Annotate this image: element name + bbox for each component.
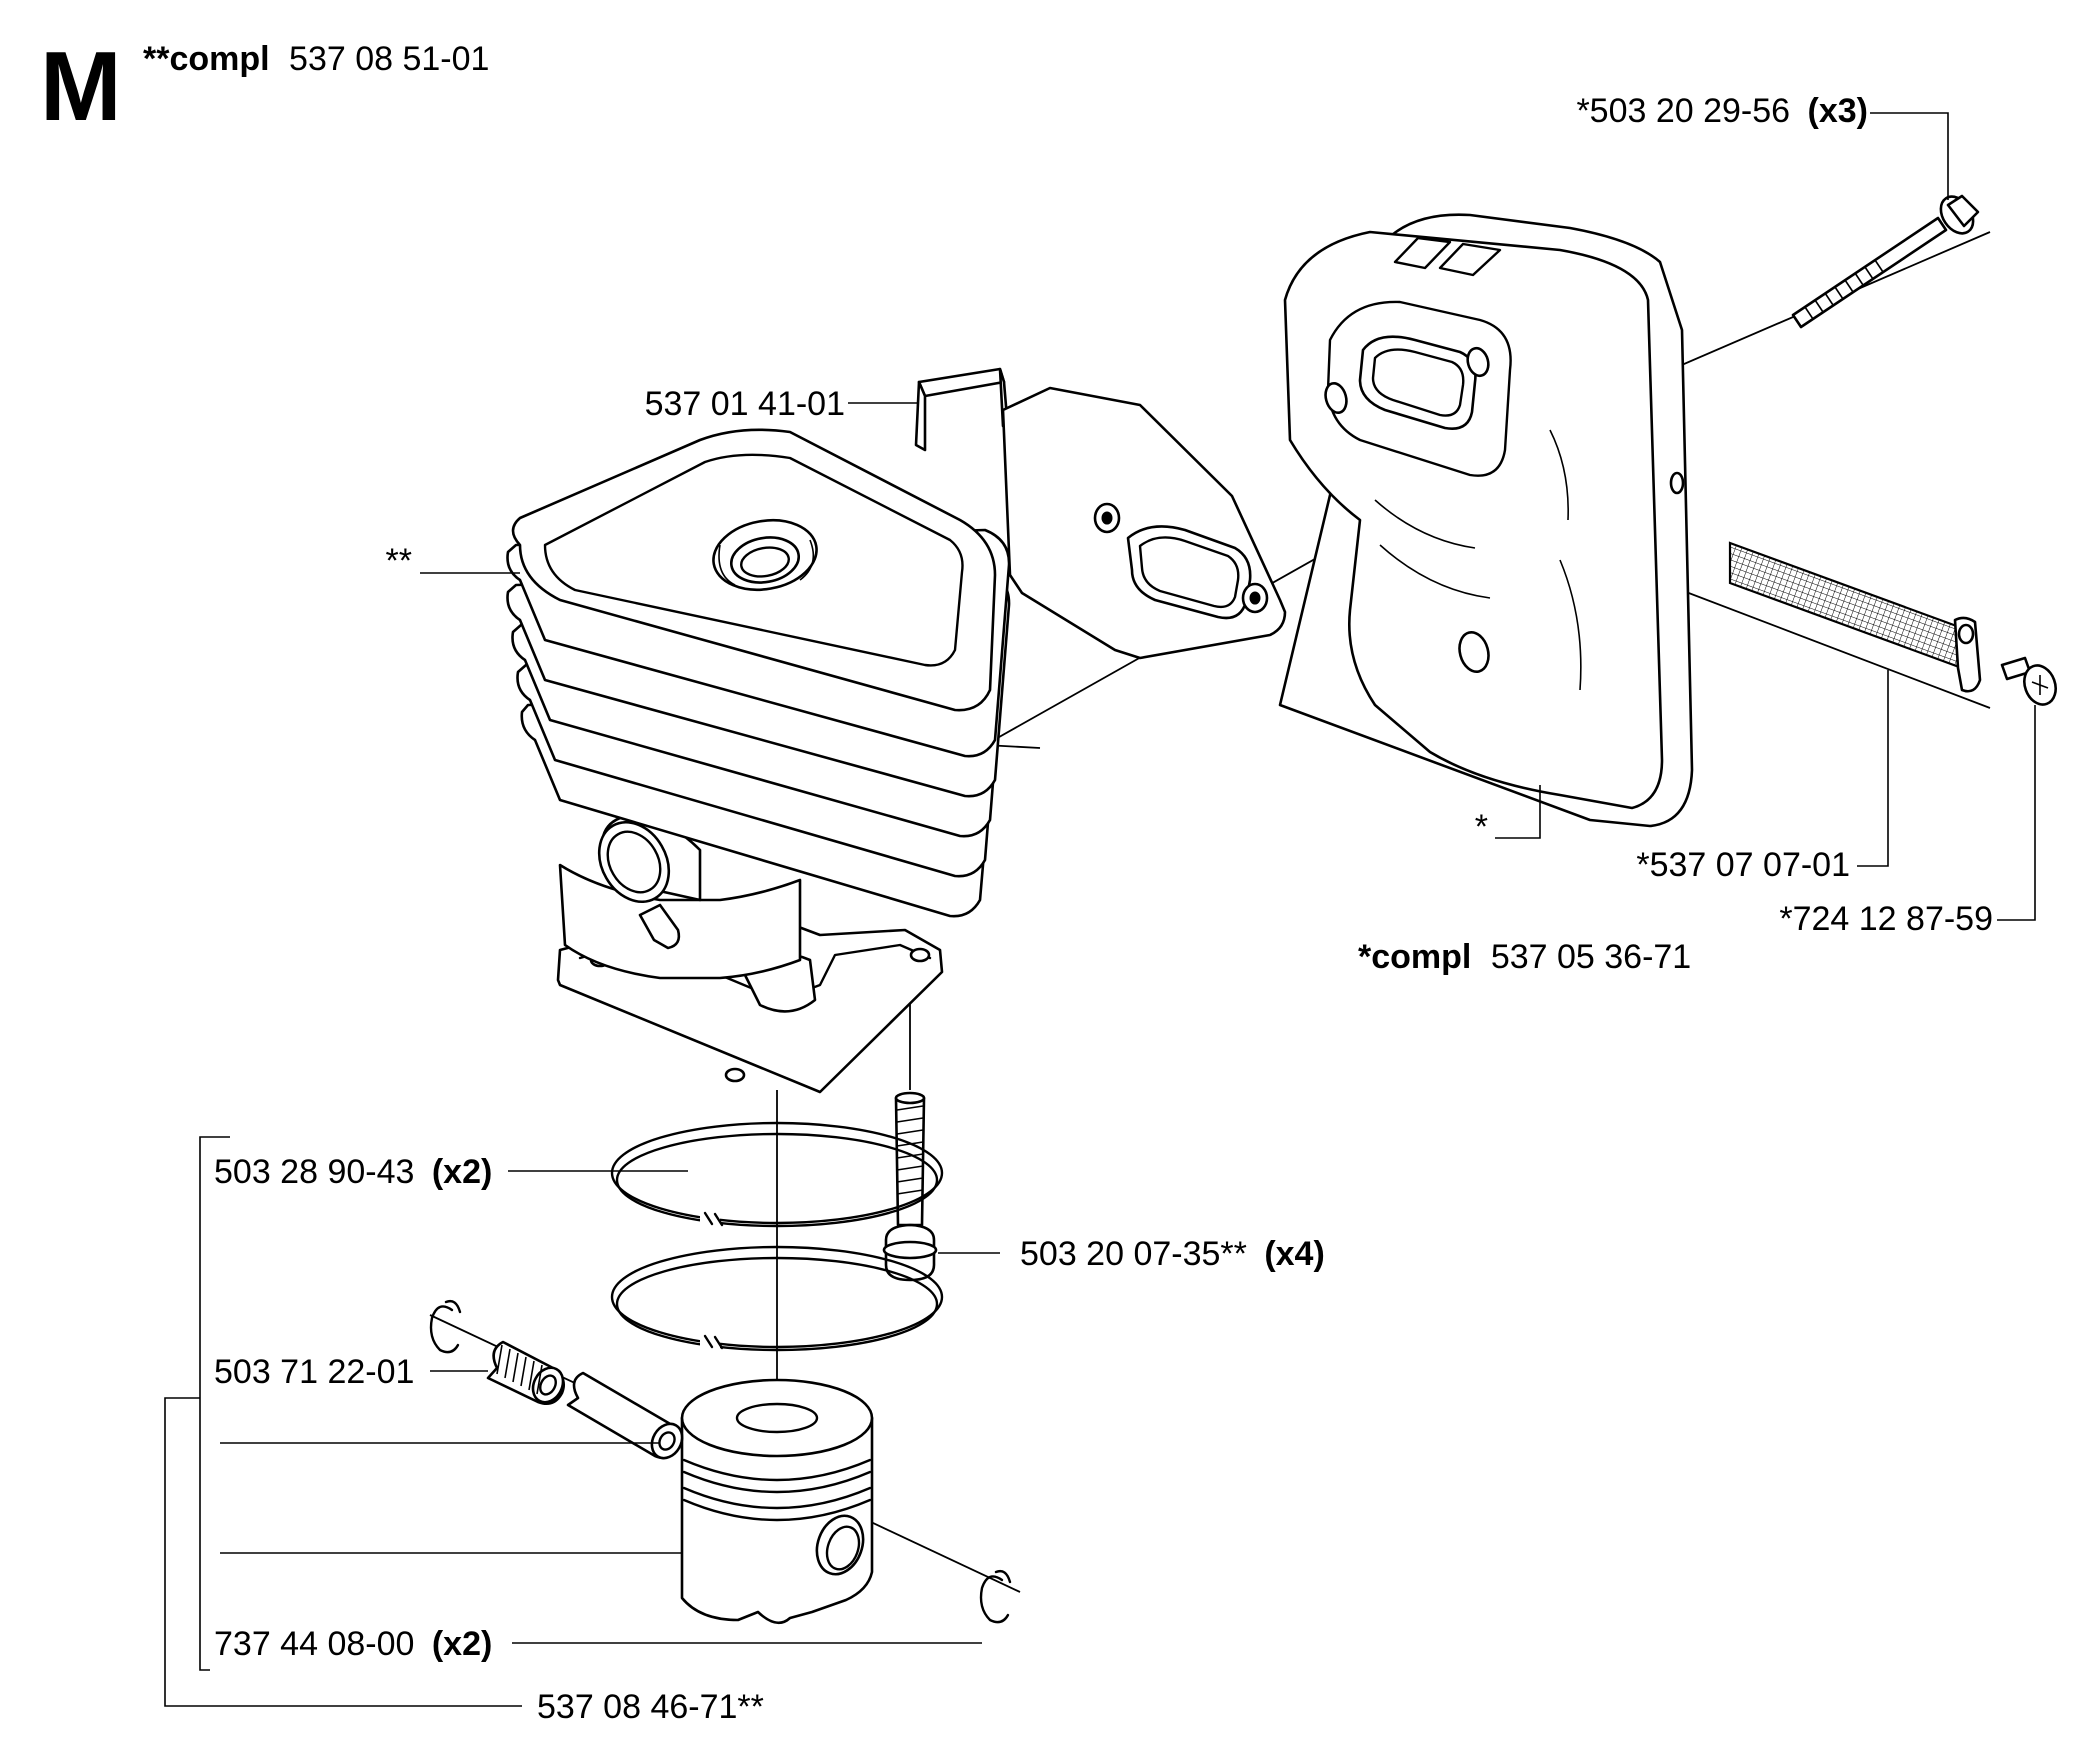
callout-cylinder: **: [386, 542, 412, 580]
section-letter: M: [40, 31, 122, 141]
callout-bolt-long: *503 20 29-56 (x3): [1576, 92, 1868, 130]
needle-bearing: [486, 1340, 565, 1405]
piston-pin: [566, 1371, 684, 1460]
assembly-number: 537 08 51-01: [289, 40, 489, 78]
heat-shield-bracket: [914, 367, 1287, 660]
callout-circlip: 737 44 08-00 (x2): [214, 1625, 492, 1663]
callout-screen: *537 07 07-01: [1636, 846, 1850, 884]
circlip-left: [429, 1299, 462, 1354]
assembly-prefix: **compl: [143, 40, 270, 78]
callout-muffler-kit: *compl 537 05 36-71: [1358, 938, 1691, 976]
assembly-title: **compl 537 08 51-01: [143, 40, 489, 78]
bolt-long: [1791, 194, 1980, 329]
callout-piston-kit: 537 08 46-71**: [537, 1688, 764, 1726]
muffler-body: [1278, 213, 1694, 828]
callout-needle-bearing: 503 71 22-01: [214, 1353, 414, 1391]
base-screw: [882, 1091, 938, 1282]
callout-bracket: 537 01 41-01: [645, 385, 845, 423]
callout-base-screw: 503 20 07-35** (x4): [1020, 1235, 1325, 1273]
small-screw: [2000, 656, 2057, 706]
cylinder: [506, 428, 1011, 1094]
leader-lines: [164, 112, 2036, 1707]
piston: [680, 1378, 874, 1625]
piston-ring-upper: [610, 1121, 944, 1228]
callout-piston-ring: 503 28 90-43 (x2): [214, 1153, 492, 1191]
spark-arrestor-screen: [1728, 541, 1982, 693]
callout-muffler: *: [1475, 808, 1488, 846]
circlip-right: [979, 1569, 1012, 1624]
callout-screw-small: *724 12 87-59: [1779, 900, 1993, 938]
piston-ring-lower: [610, 1245, 944, 1352]
